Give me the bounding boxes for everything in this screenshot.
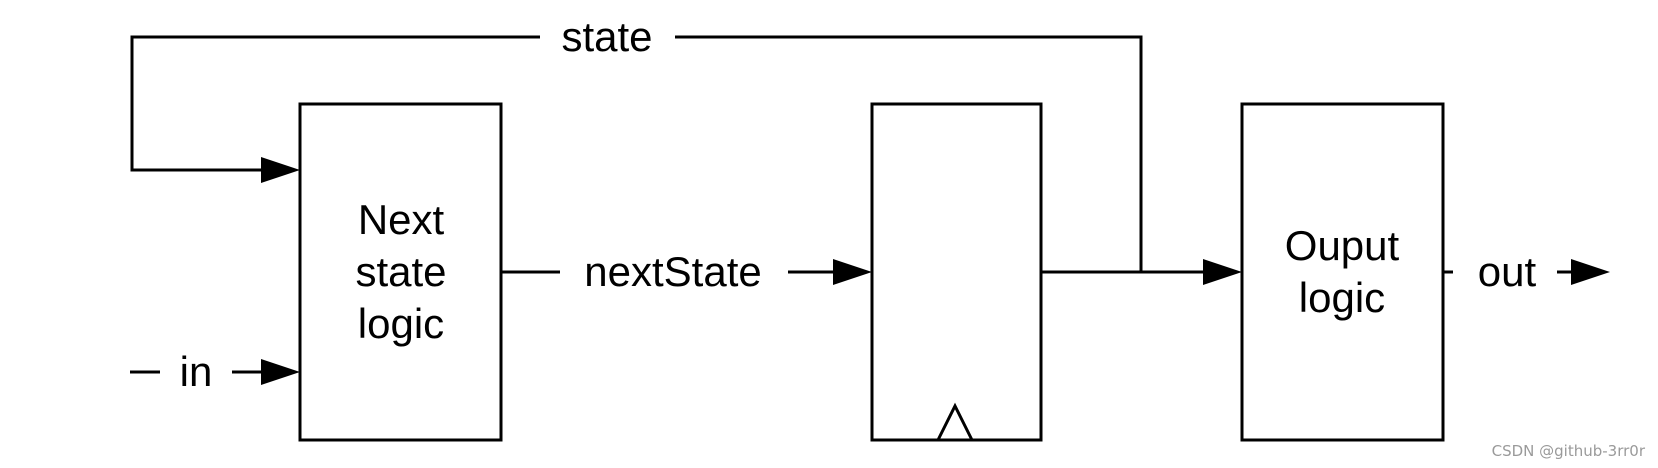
clock-input-triangle <box>936 402 974 441</box>
state-feedback-wire-left <box>130 35 540 172</box>
output-logic-label-line-2: logic <box>1299 274 1385 321</box>
next-state-signal-label: nextState <box>584 248 761 295</box>
input-arrowhead <box>261 359 300 385</box>
output-logic-label-line-1: Ouput <box>1285 222 1400 269</box>
state-feedback-arrowhead <box>261 157 300 183</box>
output-logic-block <box>1240 102 1445 442</box>
csdn-watermark: CSDN @github-3rr0r <box>1492 442 1646 460</box>
next-state-arrowhead <box>833 259 872 285</box>
state-to-output-arrowhead <box>1203 259 1242 285</box>
state-signal-label: state <box>561 13 652 60</box>
input-signal-label: in <box>180 348 213 395</box>
state-register-block <box>870 102 1043 442</box>
state-feedback-wire-right <box>675 35 1143 272</box>
next-state-logic-label-line-2: state <box>355 248 446 295</box>
next-state-logic-label-line-1: Next <box>358 196 445 243</box>
next-state-logic-label-line-3: logic <box>358 300 444 347</box>
output-arrowhead <box>1571 259 1610 285</box>
next-state-logic-block <box>298 102 503 442</box>
output-signal-label: out <box>1478 248 1537 295</box>
